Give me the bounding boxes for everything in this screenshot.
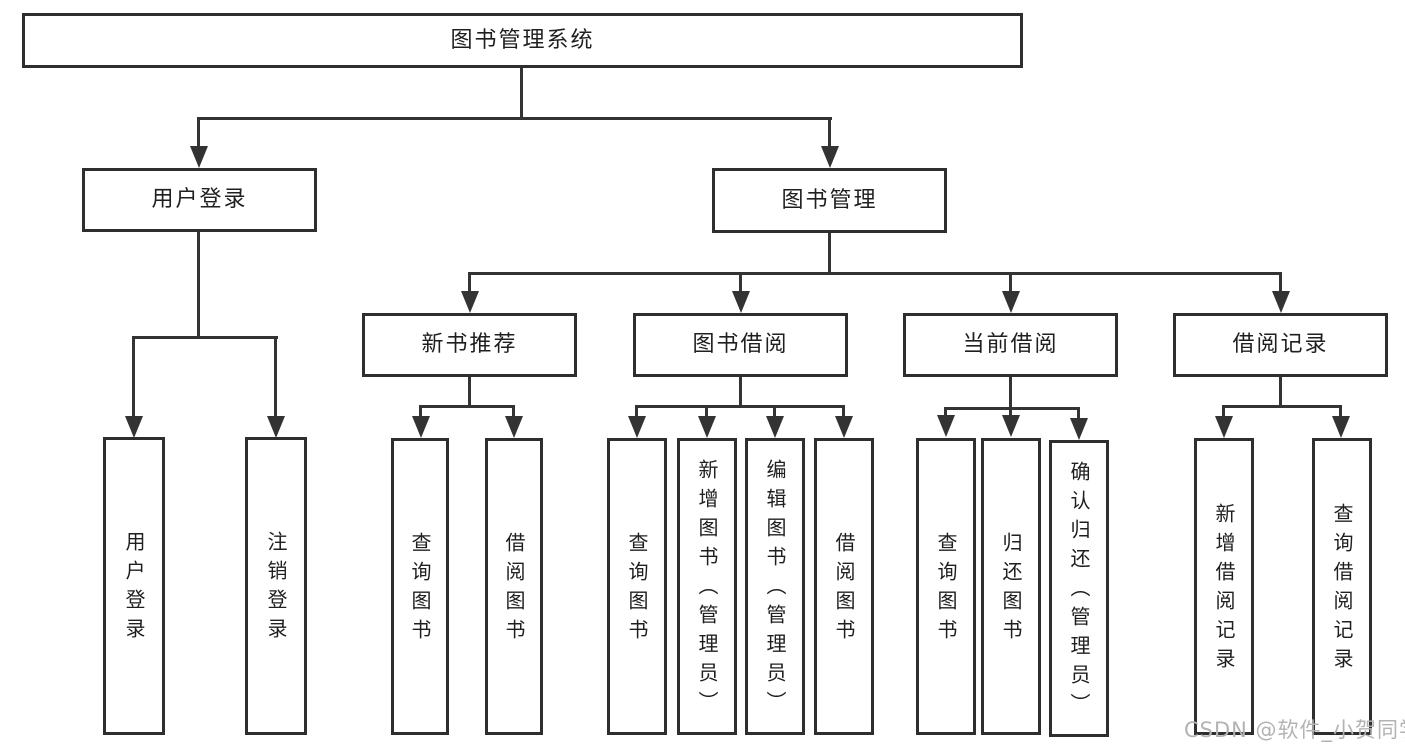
node-user-login: 用户登录 bbox=[82, 168, 317, 232]
connector-stem-leaf bbox=[1222, 405, 1225, 418]
leaf-label: 查询图书 bbox=[408, 531, 432, 648]
leaf-label: 借阅图书 bbox=[832, 531, 856, 648]
leaf-query-borrow-record: 查询借阅记录 bbox=[1312, 438, 1372, 735]
arrow-down-icon bbox=[461, 291, 479, 313]
connector-stem-current-borrow bbox=[1009, 272, 1012, 294]
connector-borrow-records-drop bbox=[1279, 377, 1282, 408]
connector-current-borrow-drop bbox=[1009, 377, 1012, 410]
arrow-down-icon bbox=[937, 415, 955, 437]
node-root-label: 图书管理系统 bbox=[450, 27, 595, 53]
node-user-login-label: 用户登录 bbox=[151, 187, 248, 212]
connector-user-login-rail bbox=[132, 336, 278, 339]
leaf-label: 新增借阅记录 bbox=[1212, 502, 1236, 677]
connector-book-borrow-drop bbox=[739, 377, 742, 408]
arrow-down-icon bbox=[766, 416, 784, 438]
arrow-down-icon bbox=[732, 291, 750, 313]
arrow-down-icon bbox=[628, 416, 646, 438]
connector-new-books-rail bbox=[419, 405, 515, 408]
connector-level3-rail bbox=[468, 272, 1282, 275]
node-borrow-records: 借阅记录 bbox=[1173, 313, 1388, 377]
arrow-down-icon bbox=[505, 416, 523, 438]
leaf-edit-books-admin: 编辑图书（管理员） bbox=[745, 438, 805, 735]
leaf-borrow-books-1: 借阅图书 bbox=[485, 438, 543, 735]
connector-stem-book-borrow bbox=[739, 272, 742, 294]
arrow-down-icon bbox=[1002, 291, 1020, 313]
arrow-down-icon bbox=[267, 416, 285, 438]
node-book-borrow-label: 图书借阅 bbox=[692, 332, 789, 357]
connector-stem-user-login bbox=[197, 117, 200, 149]
arrow-down-icon bbox=[1070, 418, 1088, 440]
leaf-label: 确认归还（管理员） bbox=[1067, 461, 1091, 722]
connector-root-drop bbox=[520, 68, 523, 120]
leaf-query-books-3: 查询图书 bbox=[916, 438, 976, 735]
node-borrow-records-label: 借阅记录 bbox=[1232, 332, 1329, 357]
arrow-down-icon bbox=[1215, 416, 1233, 438]
leaf-logout: 注销登录 bbox=[245, 437, 307, 735]
arrow-down-icon bbox=[821, 146, 839, 168]
connector-stem-leaf bbox=[705, 405, 708, 418]
leaf-label: 归还图书 bbox=[999, 531, 1023, 648]
arrow-down-icon bbox=[412, 416, 430, 438]
leaf-confirm-return-admin: 确认归还（管理员） bbox=[1049, 440, 1109, 737]
node-new-books: 新书推荐 bbox=[362, 313, 577, 377]
leaf-label: 查询借阅记录 bbox=[1330, 502, 1354, 677]
arrow-down-icon bbox=[1272, 291, 1290, 313]
connector-stem-new-books bbox=[468, 272, 471, 294]
leaf-label: 注销登录 bbox=[264, 531, 288, 647]
leaf-borrow-books-2: 借阅图书 bbox=[814, 438, 874, 735]
connector-stem-book-mgmt bbox=[828, 117, 831, 149]
connector-stem-leaf bbox=[1339, 405, 1342, 418]
arrow-down-icon bbox=[125, 416, 143, 438]
node-current-borrow-label: 当前借阅 bbox=[962, 332, 1059, 357]
connector-user-login-drop bbox=[197, 232, 200, 339]
leaf-add-borrow-record: 新增借阅记录 bbox=[1194, 438, 1254, 735]
connector-stem-leaf bbox=[773, 405, 776, 418]
node-root-system: 图书管理系统 bbox=[22, 13, 1023, 68]
connector-current-borrow-rail bbox=[944, 407, 1080, 410]
node-current-borrow: 当前借阅 bbox=[903, 313, 1118, 377]
arrow-down-icon bbox=[698, 416, 716, 438]
connector-stem-leaf bbox=[1009, 407, 1012, 418]
leaf-label: 用户登录 bbox=[122, 531, 146, 647]
leaf-query-books-1: 查询图书 bbox=[391, 438, 449, 735]
arrow-down-icon bbox=[1002, 415, 1020, 437]
leaf-label: 编辑图书（管理员） bbox=[763, 459, 787, 720]
leaf-add-books-admin: 新增图书（管理员） bbox=[677, 438, 737, 735]
connector-book-borrow-rail bbox=[635, 405, 845, 408]
connector-stem-borrow-records bbox=[1279, 272, 1282, 294]
arrow-down-icon bbox=[190, 146, 208, 168]
leaf-label: 查询图书 bbox=[934, 531, 958, 648]
connector-level2-rail bbox=[197, 117, 832, 120]
leaf-user-login: 用户登录 bbox=[103, 437, 165, 735]
leaf-label: 新增图书（管理员） bbox=[695, 459, 719, 720]
csdn-watermark: CSDN @软件_小贺同学 bbox=[1184, 718, 1405, 742]
leaf-label: 借阅图书 bbox=[502, 531, 526, 648]
node-book-mgmt-label: 图书管理 bbox=[781, 187, 878, 213]
node-book-borrow: 图书借阅 bbox=[633, 313, 848, 377]
arrow-down-icon bbox=[1332, 416, 1350, 438]
connector-book-mgmt-drop bbox=[828, 233, 831, 275]
arrow-down-icon bbox=[835, 416, 853, 438]
node-book-mgmt: 图书管理 bbox=[712, 168, 947, 233]
connector-stem-leaf bbox=[132, 336, 135, 418]
connector-stem-leaf bbox=[274, 336, 277, 418]
leaf-return-books: 归还图书 bbox=[981, 438, 1041, 735]
connector-stem-leaf bbox=[419, 405, 422, 418]
connector-stem-leaf bbox=[512, 405, 515, 418]
leaf-query-books-2: 查询图书 bbox=[607, 438, 667, 735]
connector-new-books-drop bbox=[468, 377, 471, 408]
connector-stem-leaf bbox=[944, 407, 947, 418]
connector-borrow-records-rail bbox=[1222, 405, 1342, 408]
connector-stem-leaf bbox=[842, 405, 845, 418]
leaf-label: 查询图书 bbox=[625, 531, 649, 648]
connector-stem-leaf bbox=[635, 405, 638, 418]
connector-stem-leaf bbox=[1077, 407, 1080, 420]
node-new-books-label: 新书推荐 bbox=[421, 332, 518, 357]
